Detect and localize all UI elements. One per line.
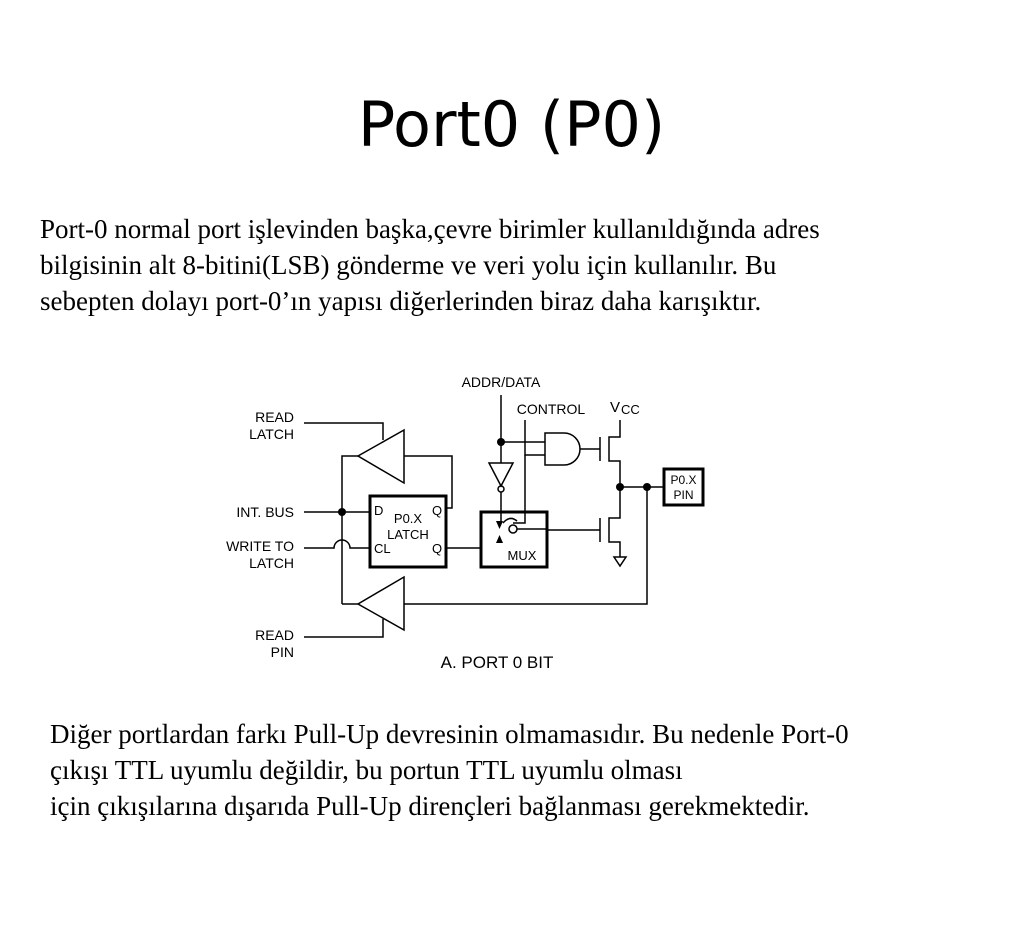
pin-feedback-wire <box>404 487 648 605</box>
latch-name: P0.X <box>394 511 423 526</box>
note-line: Diğer portlardan farkı Pull-Up devresini… <box>50 719 849 749</box>
upper-fet-channel <box>608 420 621 487</box>
control-to-mux-wire <box>513 455 526 524</box>
mux-top-arrow-icon <box>496 521 503 529</box>
vcc-subscript: CC <box>621 402 640 417</box>
latch-q-feedback-wire <box>404 455 453 509</box>
port0-circuit-diagram: READ LATCH INT. BUS WRITE TO LATCH READ … <box>226 374 705 672</box>
p0x-latch-box <box>368 494 448 569</box>
ground-icon <box>612 556 628 568</box>
intro-paragraph: Port-0 normal port işlevinden başka,çevr… <box>40 211 1000 319</box>
read-pin-wire <box>304 619 384 638</box>
read-latch-label: READ <box>255 409 294 425</box>
read-pin-buffer <box>356 575 405 632</box>
intro-line: sebepten dolayı port-0’ın yapısı diğerle… <box>40 286 762 316</box>
lower-fet-channel <box>608 487 621 557</box>
mux-switch-arc <box>502 517 518 524</box>
addr-inverter <box>487 462 515 488</box>
write-to-latch-label: WRITE TO <box>226 538 294 554</box>
mux-box <box>479 510 549 569</box>
int-bus-label: INT. BUS <box>236 504 294 520</box>
mux-bottom-arrow-icon <box>496 535 503 543</box>
note-line: çıkışı TTL uyumlu değildir, bu portun TT… <box>50 755 683 785</box>
diagram-caption: A. PORT 0 BIT <box>441 653 554 672</box>
read-pin-label: READ <box>255 627 294 643</box>
pin-label: PIN <box>673 488 693 502</box>
note-paragraph: Diğer portlardan farkı Pull-Up devresini… <box>50 716 1010 824</box>
read-latch-output-wire <box>341 455 358 512</box>
latch-cl-pin: CL <box>374 541 391 556</box>
note-line: için çıkışılarına dışarıda Pull-Up diren… <box>50 791 810 821</box>
write-to-latch-wire <box>304 539 370 549</box>
p0x-pin-box <box>662 467 705 507</box>
control-wire <box>524 420 545 456</box>
intro-line: bilgisinin alt 8-bitini(LSB) gönderme ve… <box>40 250 777 280</box>
pin-label: P0.X <box>670 473 696 487</box>
latch-d-pin: D <box>374 503 383 518</box>
latch-q-bottom-pin: Q <box>432 541 442 556</box>
write-to-latch-label: LATCH <box>249 555 294 571</box>
mux-switch-node <box>508 524 518 534</box>
mux-label: MUX <box>508 548 537 563</box>
read-latch-wire <box>304 422 384 440</box>
control-label: CONTROL <box>517 401 586 417</box>
intro-line: Port-0 normal port işlevinden başka,çevr… <box>40 214 820 244</box>
latch-name: LATCH <box>387 527 429 542</box>
read-pin-label: PIN <box>271 644 294 660</box>
page-title: Port0 (P0) <box>357 88 666 161</box>
vcc-label: V <box>610 399 620 416</box>
read-latch-label: LATCH <box>249 426 294 442</box>
addr-data-label: ADDR/DATA <box>462 374 541 390</box>
and-gate <box>544 432 581 466</box>
latch-q-top-pin: Q <box>432 503 442 518</box>
read-latch-buffer <box>356 428 405 485</box>
